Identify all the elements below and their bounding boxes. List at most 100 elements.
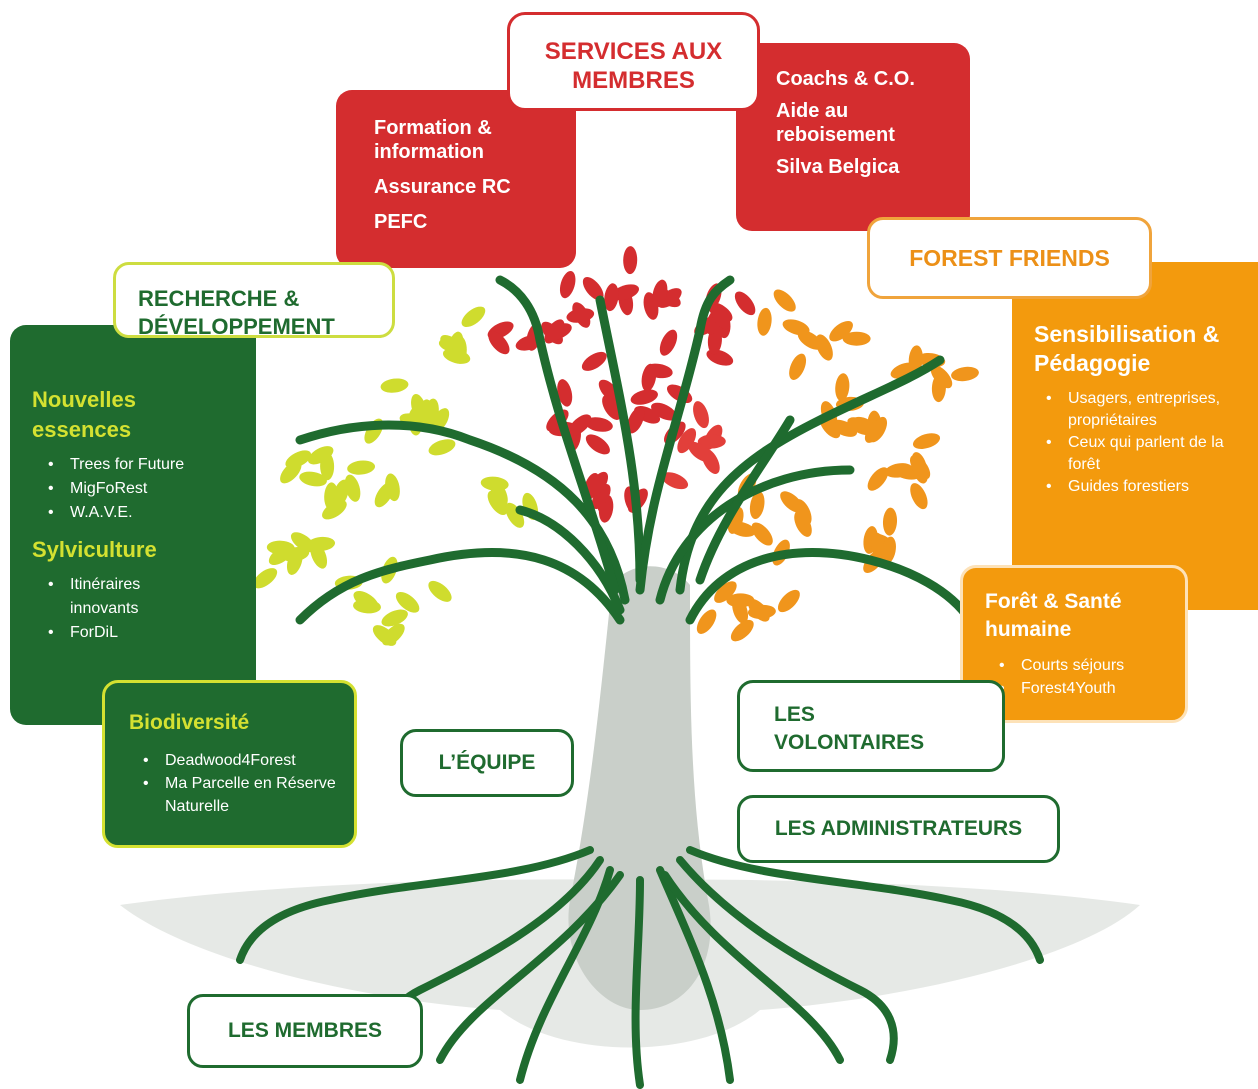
leaf	[661, 472, 689, 490]
list-item: Ceux qui parlent de la forêt	[1046, 432, 1238, 476]
leaf	[461, 306, 486, 328]
service-item: Assurance RC	[374, 176, 511, 198]
root	[436, 871, 624, 1064]
biodiversite-list: Deadwood4Forest Ma Parcelle en Réserve N…	[129, 749, 365, 818]
leaf	[835, 373, 850, 402]
biodiversite-title: Biodiversité	[129, 711, 250, 734]
sante-list: Courts séjours Forest4Youth	[985, 654, 1185, 700]
leaf	[480, 476, 509, 491]
volontaires-label: LES VOLONTAIRES	[737, 680, 1005, 772]
forest-friends-title: FOREST FRIENDS	[867, 217, 1152, 299]
branch	[695, 415, 795, 585]
leaf	[659, 329, 678, 356]
leaf	[627, 407, 645, 434]
leaf	[757, 307, 772, 336]
service-item: Formation & information	[374, 117, 492, 163]
branch	[635, 275, 735, 595]
leaf	[344, 474, 361, 502]
branch	[295, 548, 625, 625]
leaf	[395, 591, 420, 613]
services-right-panel: Coachs & C.O. Aide au reboisement Silva …	[736, 43, 970, 231]
leaf	[751, 522, 773, 546]
leaf	[782, 319, 810, 336]
nouvelles-essences-list: Trees for Future MigFoRest W.A.V.E.	[32, 453, 256, 525]
leaf	[557, 379, 573, 407]
leaf	[882, 507, 898, 536]
root	[656, 866, 734, 1084]
root	[631, 876, 644, 1089]
list-item: Ma Parcelle en Réserve Naturelle	[143, 772, 365, 818]
leaf	[641, 363, 657, 392]
leaf	[505, 502, 525, 528]
leaf	[931, 374, 946, 403]
membres-label: LES MEMBRES	[187, 994, 423, 1068]
leaf	[372, 625, 397, 646]
leaf	[598, 379, 621, 403]
leaf	[885, 463, 913, 478]
branch	[515, 505, 625, 615]
leaf	[797, 330, 823, 350]
leaf	[333, 479, 349, 507]
root	[661, 871, 844, 1064]
leaf	[789, 353, 807, 380]
leaf	[488, 331, 510, 355]
leaf	[416, 399, 433, 427]
sante-title: Forêt & Santé humaine	[985, 590, 1122, 641]
leaf	[566, 308, 595, 323]
list-item: ForDiL	[48, 621, 190, 645]
biodiversite-panel: Biodiversité Deadwood4Forest Ma Parcelle…	[102, 680, 357, 848]
list-item: Courts séjours	[999, 654, 1185, 677]
leaf	[651, 402, 677, 421]
leaf	[688, 441, 713, 463]
leaf	[728, 521, 756, 537]
list-item: Usagers, entreprises, propriétaires	[1046, 388, 1238, 432]
sensibilisation-list: Usagers, entreprises, propriétaires Ceux…	[1034, 388, 1238, 498]
list-item: Guides forestiers	[1046, 476, 1238, 498]
leaf	[697, 434, 726, 449]
leaf	[726, 593, 755, 608]
leaf	[612, 284, 639, 301]
services-title: SERVICES AUX MEMBRES	[507, 12, 760, 111]
service-item: Aide au reboisement	[776, 100, 895, 146]
leaf	[652, 279, 668, 308]
leaf	[864, 418, 886, 443]
research-title: RECHERCHE & DÉVELOPPEMENT	[113, 262, 395, 339]
research-panel: Nouvelles essences Trees for Future MigF…	[10, 325, 256, 725]
leaf	[582, 276, 604, 301]
service-item: Silva Belgica	[776, 156, 900, 178]
leaf	[428, 439, 456, 456]
leaf	[842, 331, 871, 346]
leaf	[347, 460, 376, 475]
leaf	[581, 351, 607, 371]
service-item: PEFC	[374, 211, 428, 233]
branch	[495, 275, 620, 595]
leaf	[428, 580, 452, 602]
leaf	[657, 288, 682, 308]
leaf	[780, 491, 804, 513]
leaf	[630, 389, 658, 405]
branch	[685, 548, 975, 625]
leaf	[696, 609, 717, 634]
leaf	[253, 568, 278, 589]
leaf	[951, 366, 979, 382]
leaf	[602, 395, 622, 420]
leaf	[588, 471, 609, 497]
sensibilisation-panel: Sensibilisation & Pédagogie Usagers, ent…	[1012, 262, 1258, 610]
branch	[595, 295, 645, 585]
services-left-panel: Formation & information Assurance RC PEF…	[336, 90, 576, 268]
leaf	[591, 483, 611, 510]
leaf	[910, 483, 928, 510]
leaf	[881, 536, 896, 565]
leaf	[381, 609, 408, 627]
root	[236, 846, 594, 964]
list-item: Deadwood4Forest	[143, 749, 365, 772]
leaf	[585, 434, 610, 455]
leaf	[829, 320, 853, 342]
equipe-label: L’ÉQUIPE	[400, 729, 574, 797]
sensibilisation-title: Sensibilisation & Pédagogie	[1034, 321, 1220, 376]
leaf	[285, 450, 312, 469]
leaf	[307, 446, 334, 465]
leaf	[353, 599, 381, 614]
leaf	[604, 283, 619, 312]
